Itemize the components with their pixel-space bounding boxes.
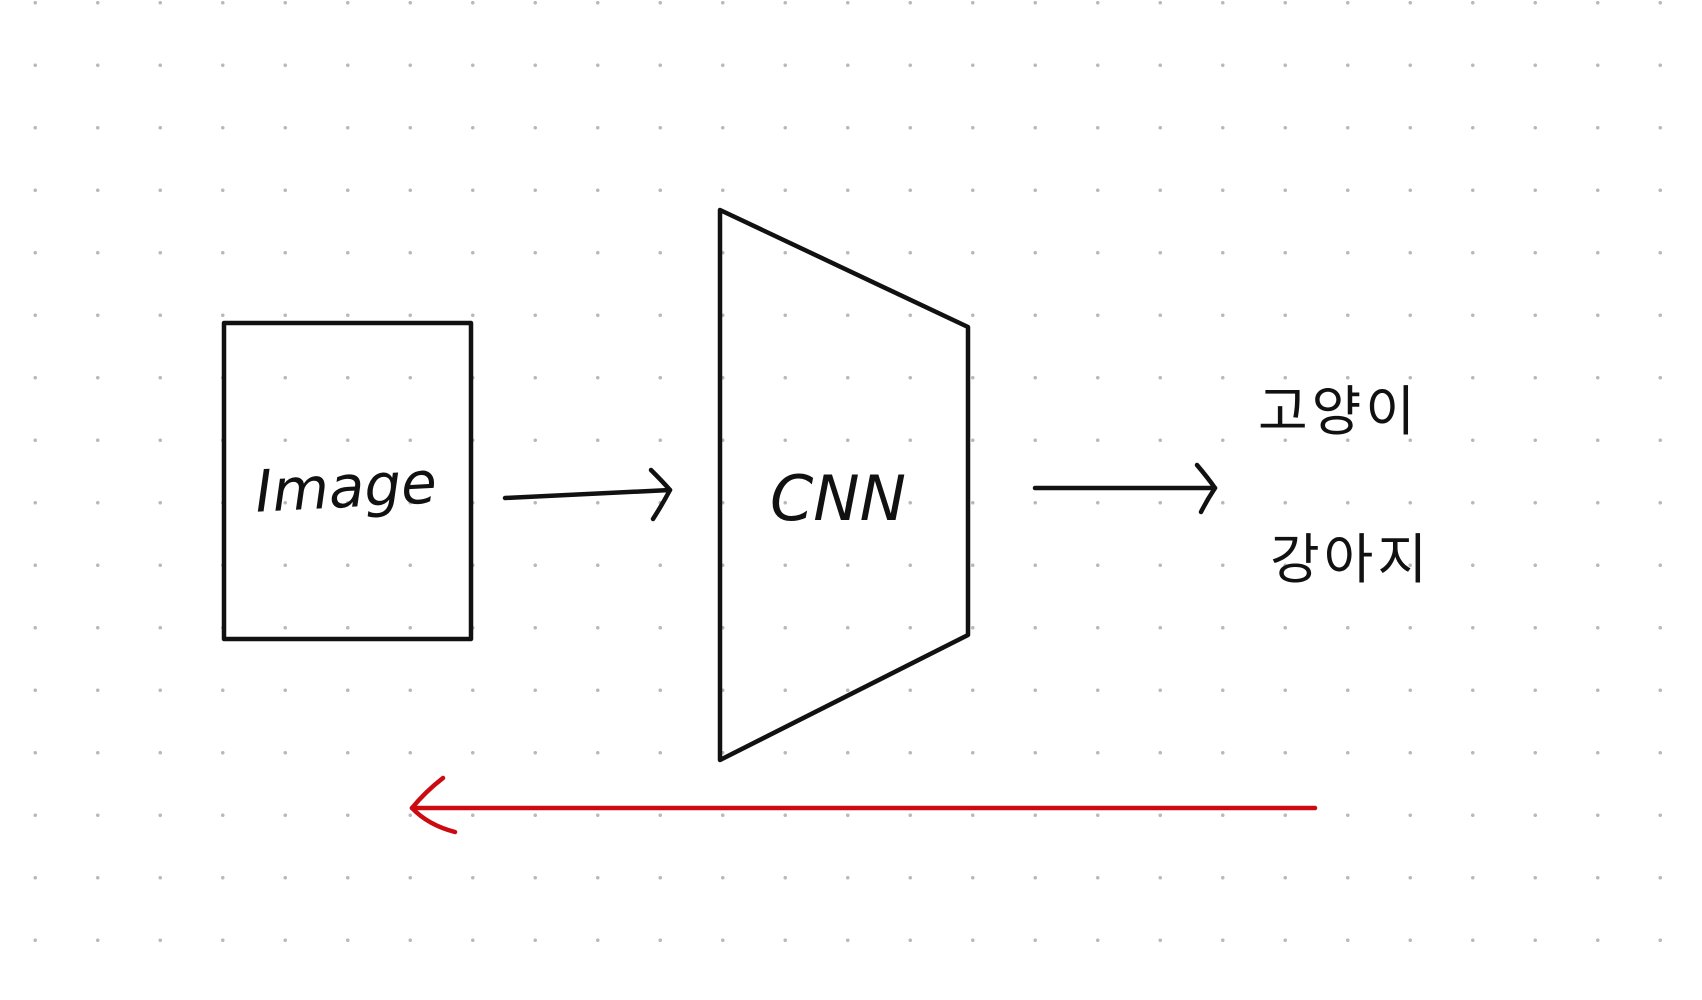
image-label: Image xyxy=(253,448,438,525)
cnn-trapezoid xyxy=(717,207,971,763)
arrowhead-cnn-to-outputs xyxy=(1194,462,1218,515)
image-box xyxy=(221,320,474,642)
output-label-cat: 고양이 xyxy=(1258,380,1419,443)
cnn-label: CNN xyxy=(770,462,906,535)
output-label-dog: 강아지 xyxy=(1270,528,1431,591)
feedback-arrowhead xyxy=(409,775,458,835)
arrow-image-to-cnn xyxy=(502,487,673,501)
arrowhead-image-to-cnn xyxy=(648,467,673,522)
